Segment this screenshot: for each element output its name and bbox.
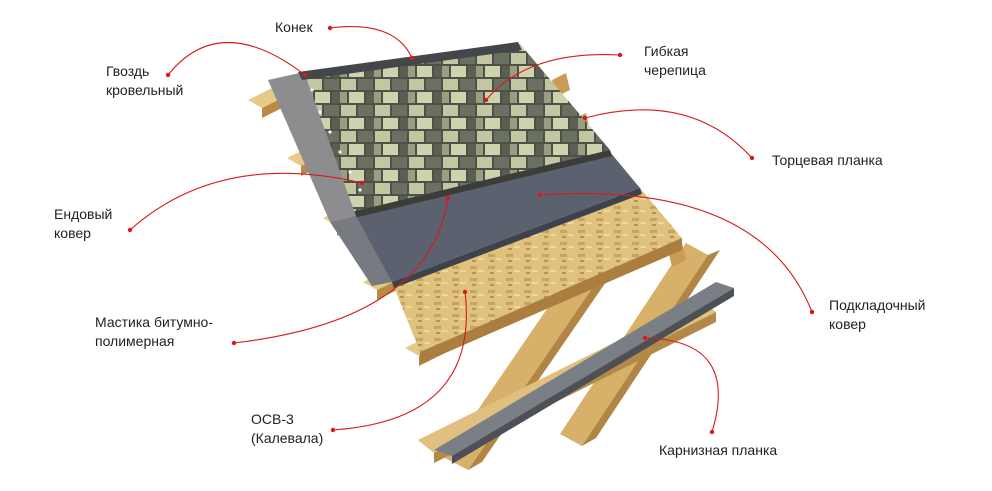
osb-deck — [392, 188, 682, 364]
leader-torcevaya — [584, 109, 753, 159]
leader-karniznaya — [644, 337, 719, 433]
eave-strip — [434, 282, 734, 464]
leader-dots — [127, 25, 815, 435]
leader-konek — [329, 26, 413, 59]
leader-mastika — [233, 197, 449, 344]
leader-lines — [129, 26, 813, 433]
leader-endovy — [129, 172, 363, 231]
label-endovy: Ендовый ковер — [54, 206, 113, 241]
valley-carpet — [268, 72, 356, 222]
label-karniznaya: Карнизная планка — [659, 442, 778, 458]
valley-carpet-lower — [330, 216, 392, 286]
label-gvozd: Гвоздь кровельный — [106, 63, 184, 98]
underlay-edge — [392, 188, 642, 288]
label-torcevaya: Торцевая планка — [772, 152, 883, 168]
label-osb: ОСВ-3 (Калевала) — [251, 411, 324, 446]
shingles — [300, 44, 610, 212]
shingles-edge — [352, 150, 612, 218]
label-podkladochny: Подкладочный ковер — [829, 297, 926, 332]
leader-osb — [332, 291, 467, 431]
leader-gibkaya — [485, 54, 621, 101]
roofing-nails — [310, 88, 362, 192]
ridge — [298, 42, 522, 80]
leader-gvozd — [167, 41, 306, 76]
label-gibkaya: Гибкая черепица — [644, 43, 706, 78]
leader-podkladochny — [539, 192, 813, 313]
label-konek: Конек — [275, 19, 313, 35]
label-mastika: Мастика битумно- полимерная — [95, 314, 214, 349]
